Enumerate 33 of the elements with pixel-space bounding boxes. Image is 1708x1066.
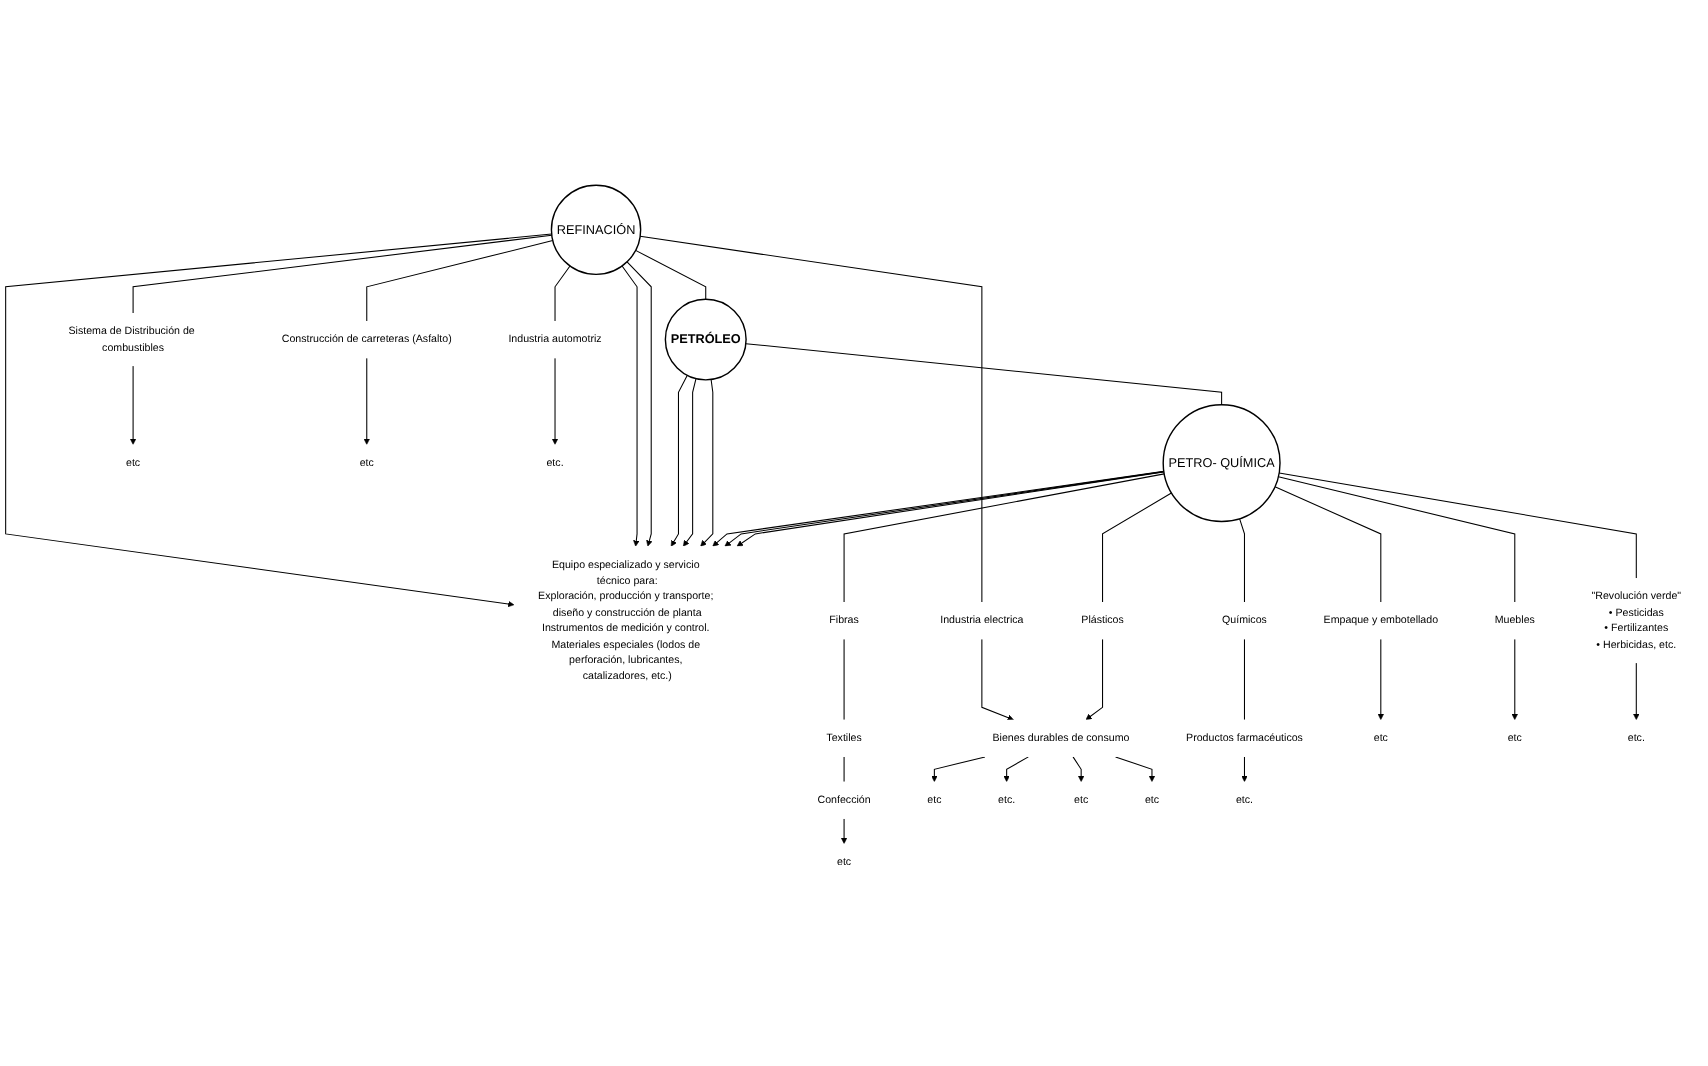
- arrow: [1241, 756, 1248, 782]
- arrow: [363, 357, 370, 445]
- connector: [366, 240, 554, 322]
- arrow: [1115, 756, 1156, 782]
- arrow: [670, 374, 688, 547]
- arrow: [130, 365, 137, 445]
- connector: [1274, 486, 1382, 603]
- arrow: [931, 756, 986, 782]
- connector: [1277, 476, 1516, 603]
- arrow: [1003, 756, 1029, 782]
- arrow: [981, 638, 1014, 721]
- arrow: [551, 357, 559, 445]
- connector: [635, 249, 707, 300]
- arrow: [621, 265, 640, 547]
- connector: [745, 343, 1223, 406]
- arrow: [1511, 638, 1518, 720]
- connector: [639, 235, 983, 603]
- connector: [1278, 472, 1637, 579]
- arrow: [840, 818, 848, 844]
- connector: [1102, 492, 1172, 603]
- arrow: [1072, 756, 1085, 782]
- arrow: [700, 379, 714, 547]
- arrow: [626, 261, 653, 547]
- connector: [132, 234, 553, 314]
- connector: [554, 265, 571, 322]
- arrow: [683, 378, 697, 547]
- arrow: [1633, 662, 1640, 720]
- connector: [1243, 638, 1245, 721]
- arrow: [1377, 638, 1384, 720]
- arrow: [1085, 638, 1104, 720]
- connector: [1239, 518, 1245, 603]
- arrow: [5, 233, 553, 608]
- connector: [843, 473, 1165, 603]
